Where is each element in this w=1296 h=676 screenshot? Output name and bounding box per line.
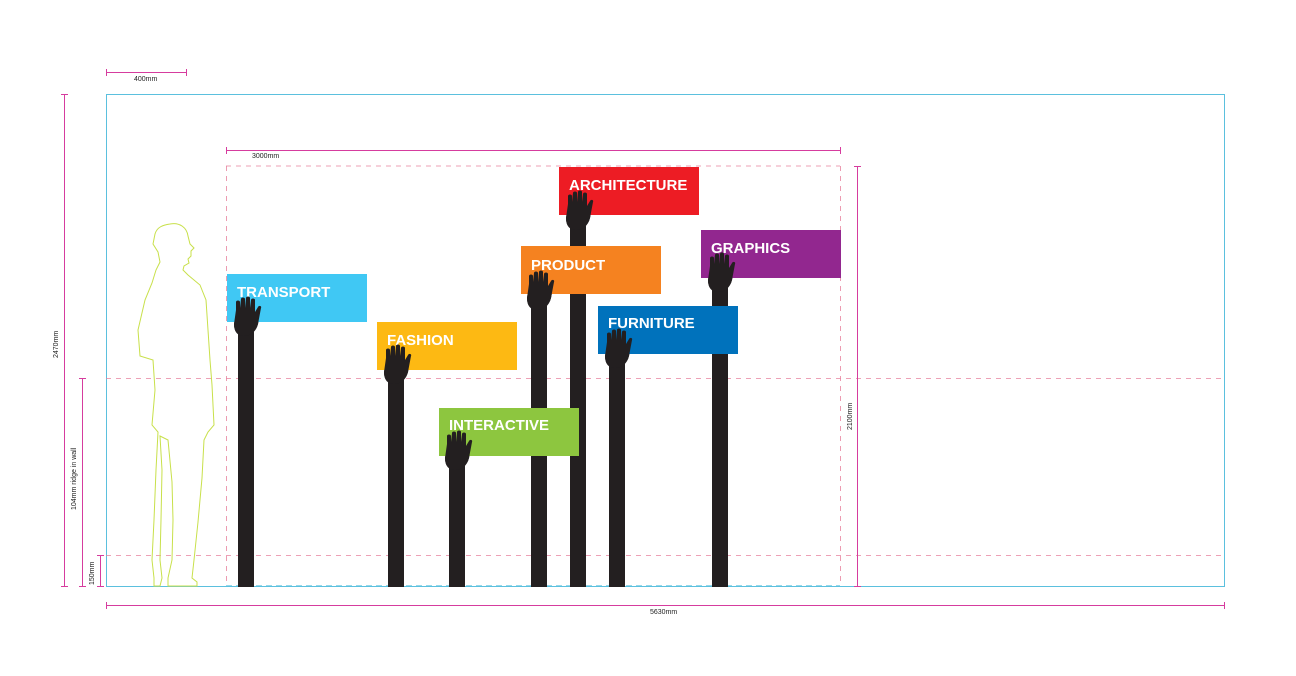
- wall-outline: [106, 94, 1225, 587]
- hand-icon: [234, 296, 262, 336]
- sign-architecture-label: ARCHITECTURE: [569, 177, 687, 194]
- dim-label-2100mm: 2100mm: [847, 403, 854, 430]
- sign-interactive-label: INTERACTIVE: [449, 417, 549, 434]
- arm-transport: [234, 296, 262, 587]
- hand-icon: [566, 190, 594, 230]
- sign-furniture-label: FURNITURE: [608, 315, 695, 332]
- hand-icon: [708, 252, 736, 292]
- dimension-lines: [61, 69, 1225, 609]
- sign-graphics-label: GRAPHICS: [711, 240, 790, 257]
- sign-product-label: PRODUCT: [531, 257, 605, 274]
- sign-fashion-label: FASHION: [387, 332, 454, 349]
- sign-fashion: FASHION: [377, 322, 517, 370]
- dim-label-150mm: 150mm: [89, 561, 96, 585]
- arm-graphics: [708, 252, 736, 587]
- hands-front: [234, 190, 736, 470]
- hand-icon: [527, 270, 555, 310]
- sign-transport-label: TRANSPORT: [237, 284, 330, 301]
- dim-label-5630mm: 5630mm: [650, 609, 677, 616]
- hand-icon: [605, 328, 633, 368]
- hand-icon: [445, 430, 473, 470]
- dim-label-400mm: 400mm: [134, 76, 158, 83]
- dim-label-3000mm: 3000mm: [252, 153, 279, 160]
- guide-lines: [106, 165, 1224, 586]
- dim-label-ridge: 104mm ridge in wall: [71, 447, 78, 510]
- dim-label-2470mm: 2470mm: [53, 331, 60, 358]
- person-silhouette: [137, 223, 215, 587]
- hand-icon: [384, 344, 412, 384]
